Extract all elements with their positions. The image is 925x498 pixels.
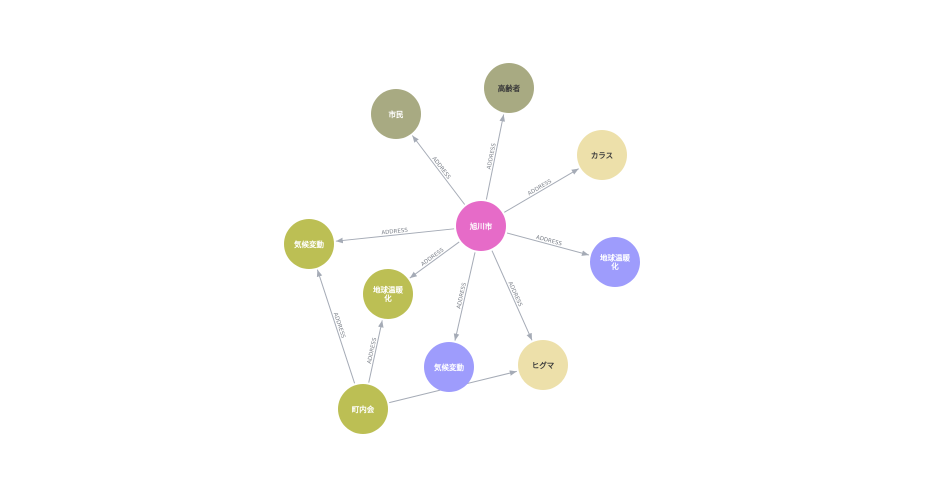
node-label: 化 [611, 261, 619, 271]
node-label: 地球温暖 [373, 285, 403, 295]
node-circle[interactable] [338, 384, 388, 434]
edge-line [335, 228, 455, 244]
node-asahikawa[interactable]: 旭川市 [456, 201, 506, 251]
node-higuma[interactable]: ヒグマ [518, 340, 568, 390]
edge-asahikawa-chikyu1[interactable]: ADDRESS [506, 232, 590, 256]
node-circle[interactable] [363, 269, 413, 319]
edge-label: ADDRESS [381, 228, 408, 237]
node-circle[interactable] [484, 63, 534, 113]
edge-asahikawa-higuma[interactable]: ADDRESS [491, 250, 533, 341]
edge-chonaikai-kiko2[interactable]: ADDRESS [316, 269, 356, 384]
edge-line [368, 320, 384, 383]
node-label: 市民 [389, 109, 404, 119]
node-label: ヒグマ [532, 360, 555, 370]
edge-asahikawa-koreisha[interactable]: ADDRESS [485, 114, 505, 200]
edge-asahikawa-karasu[interactable]: ADDRESS [504, 168, 579, 213]
edge-line [506, 232, 590, 256]
edge-line [504, 168, 579, 213]
node-label: 町内会 [352, 404, 375, 414]
edge-label: ADDRESS [430, 156, 451, 181]
node-label: 地球温暖 [600, 253, 630, 263]
edge-asahikawa-chikyu2[interactable]: ADDRESS [409, 241, 460, 279]
node-label: 気候変動 [434, 362, 464, 372]
edge-chonaikai-chikyu2[interactable]: ADDRESS [367, 320, 384, 383]
node-circle[interactable] [577, 130, 627, 180]
node-circle[interactable] [590, 237, 640, 287]
edge-label: ADDRESS [420, 247, 445, 268]
edge-label: ADDRESS [367, 337, 379, 365]
edge-label: ADDRESS [527, 178, 553, 197]
edge-line [485, 114, 505, 200]
node-shimin[interactable]: 市民 [371, 89, 421, 139]
node-label: 旭川市 [469, 221, 493, 231]
node-chonaikai[interactable]: 町内会 [338, 384, 388, 434]
node-kiko1[interactable]: 気候変動 [424, 342, 474, 392]
node-label: 高齢者 [498, 83, 521, 93]
node-kiko2[interactable]: 気候変動 [284, 219, 334, 269]
node-circle[interactable] [518, 340, 568, 390]
node-circle[interactable] [424, 342, 474, 392]
edge-line [411, 135, 466, 205]
node-label: カラス [591, 151, 613, 160]
edge-asahikawa-kiko2[interactable]: ADDRESS [335, 228, 455, 244]
edge-asahikawa-kiko1[interactable]: ADDRESS [453, 252, 476, 341]
edge-asahikawa-shimin[interactable]: ADDRESS [411, 135, 466, 205]
edge-line [453, 252, 476, 341]
node-circle[interactable] [456, 201, 506, 251]
edge-label: ADDRESS [486, 142, 497, 170]
edge-line [409, 241, 460, 279]
node-circle[interactable] [284, 219, 334, 269]
node-karasu[interactable]: カラス [577, 130, 627, 180]
edge-line [316, 269, 356, 384]
edge-label: ADDRESS [535, 235, 563, 248]
node-label: 化 [384, 293, 392, 303]
edge-label: ADDRESS [332, 312, 346, 340]
node-koreisha[interactable]: 高齢者 [484, 63, 534, 113]
edge-line [491, 250, 533, 341]
edge-label: ADDRESS [507, 281, 523, 308]
node-label: 気候変動 [294, 239, 324, 249]
edge-label: ADDRESS [456, 282, 468, 310]
node-circle[interactable] [371, 89, 421, 139]
